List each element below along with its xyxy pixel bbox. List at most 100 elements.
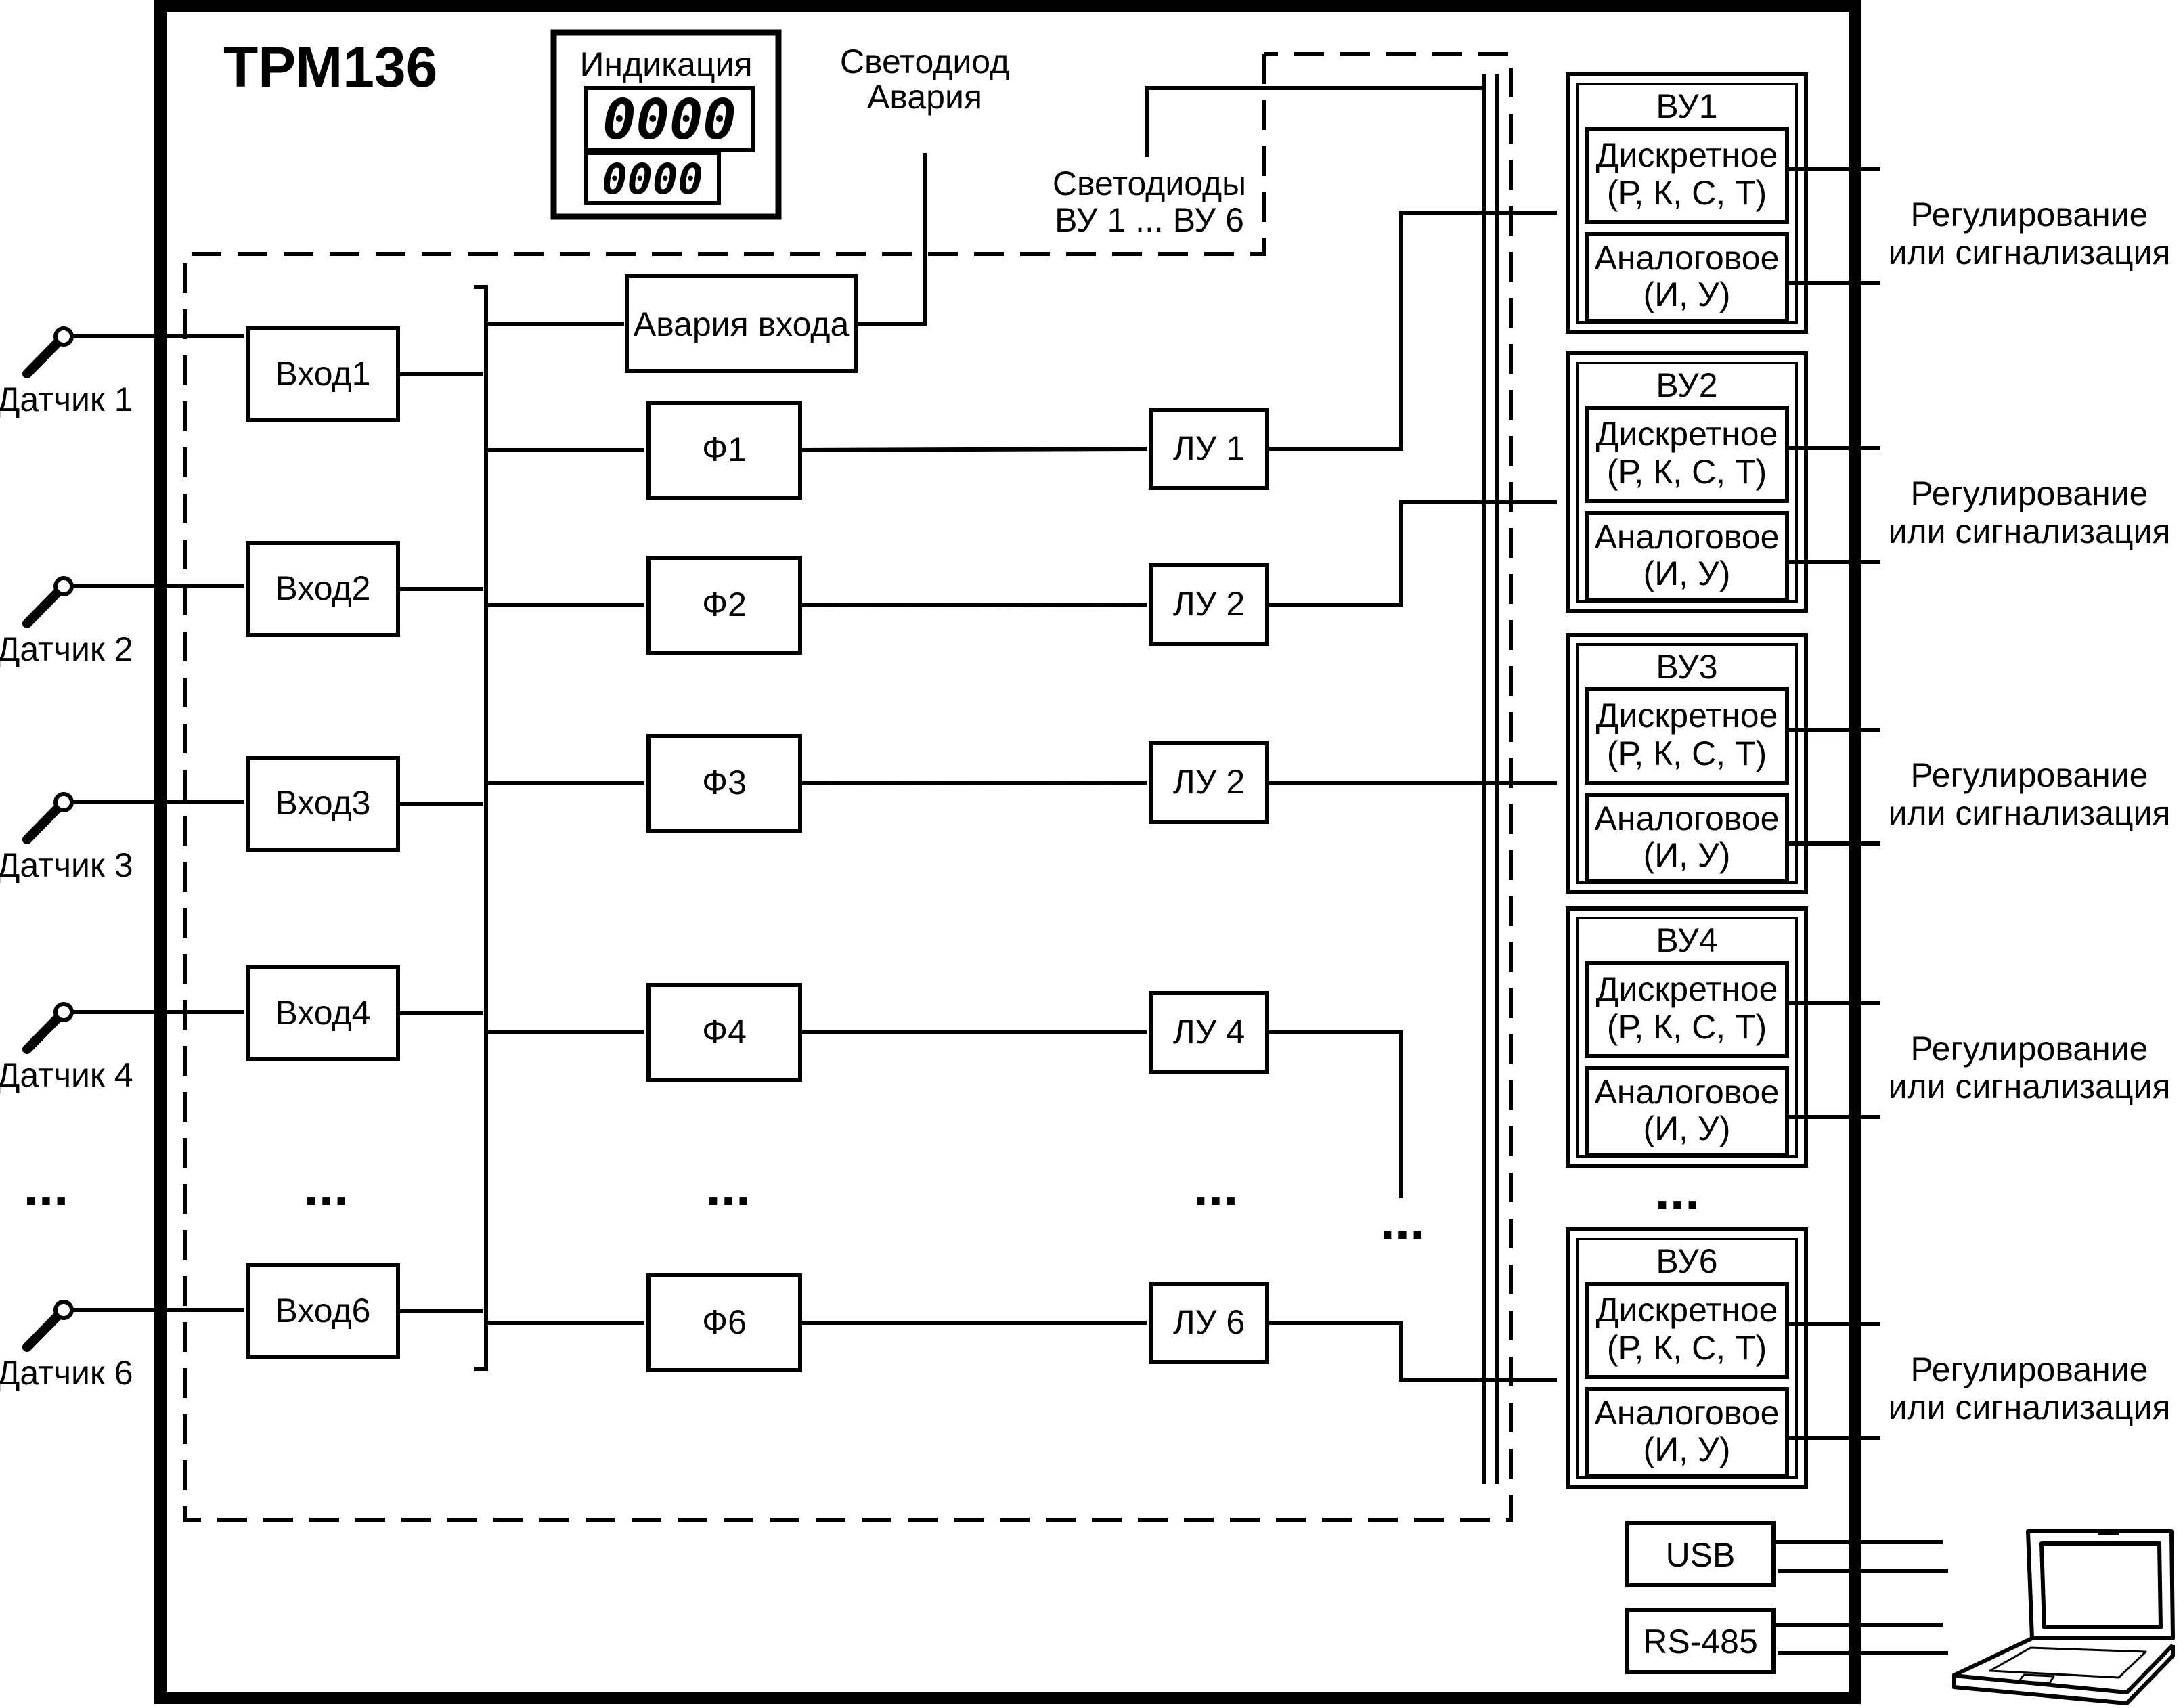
analog-output-label: Аналоговое <box>1595 239 1780 277</box>
laptop-icon <box>1952 1529 2175 1705</box>
indicator-bottom-digits: 0000 <box>602 154 703 204</box>
led-alarm-line1: Светодиод <box>840 43 1009 81</box>
input-label: Вход2 <box>275 569 371 607</box>
discrete-output-block <box>1585 687 1789 785</box>
control-label-line2: или сигнализация <box>1889 1388 2171 1426</box>
discrete-output-block <box>1585 127 1789 224</box>
logic-label: ЛУ 2 <box>1173 763 1245 801</box>
discrete-output-label: Дискретное <box>1596 136 1778 174</box>
sensor-label: Датчик 2 <box>0 630 133 668</box>
rs485-label: RS-485 <box>1643 1623 1758 1661</box>
sensor-label: Датчик 3 <box>0 846 133 884</box>
control-label-line1: Регулирование <box>1911 1351 2148 1388</box>
filter-label: Ф3 <box>702 764 747 802</box>
discrete-output-block <box>1585 406 1789 503</box>
ellipsis-logic: ... <box>1193 1156 1239 1217</box>
logic-to-output-arrow <box>1267 500 1558 607</box>
analog-output-block <box>1585 511 1789 602</box>
input-label: Вход4 <box>275 994 371 1032</box>
sensor-probe-icon <box>22 802 64 844</box>
discrete-output-types: (Р, К, С, Т) <box>1607 735 1767 772</box>
logic-label: ЛУ 1 <box>1173 429 1245 467</box>
sensor-label: Датчик 4 <box>0 1056 133 1094</box>
ellipsis-links: ... <box>1380 1190 1426 1250</box>
logic-label: ЛУ 6 <box>1173 1303 1245 1341</box>
input-alarm-label: Авария входа <box>634 305 850 343</box>
sensor-head-icon <box>53 792 74 812</box>
output-device-frame <box>1566 351 1808 613</box>
sensor-probe-icon <box>22 336 64 378</box>
channel-row: Датчик 3 Вход3 Ф3 ЛУ 2 <box>0 734 1558 884</box>
discrete-output-label: Дискретное <box>1596 1291 1778 1329</box>
indicator-top-digits: 0000 <box>602 88 736 152</box>
sensor-label: Датчик 6 <box>0 1354 133 1392</box>
sensor-label: Датчик 1 <box>0 380 133 418</box>
input-label: Вход6 <box>275 1292 371 1330</box>
led-outputs-arrow <box>1145 86 1484 158</box>
output-device-frame <box>1566 72 1808 334</box>
output-device-frame <box>1566 1227 1808 1489</box>
indication-label: Индикация <box>579 45 752 83</box>
ellipsis-filters: ... <box>706 1156 751 1217</box>
output-device-name: ВУ3 <box>1656 648 1717 686</box>
input-label: Вход1 <box>275 355 371 393</box>
sensor-head-icon <box>53 1300 74 1320</box>
output-device-name: ВУ4 <box>1656 921 1717 959</box>
analog-output-types: (И, У) <box>1644 836 1731 874</box>
input-label: Вход3 <box>275 784 371 822</box>
discrete-output-types: (Р, К, С, Т) <box>1607 1008 1767 1046</box>
processing-boundary <box>183 52 1513 1522</box>
analog-output-types: (И, У) <box>1644 1110 1731 1147</box>
indicator-top <box>584 86 755 152</box>
control-label-line1: Регулирование <box>1911 756 2148 794</box>
input-bus <box>474 285 488 1371</box>
ellipsis-inputs: ... <box>304 1156 349 1217</box>
analog-output-types: (И, У) <box>1644 554 1731 592</box>
output-device-frame <box>1566 906 1808 1168</box>
rs485-block <box>1625 1608 1776 1674</box>
control-label-line1: Регулирование <box>1911 1030 2148 1068</box>
ellipsis-outputs: ... <box>1655 1160 1700 1221</box>
filter-to-logic-arrow <box>799 447 1147 452</box>
sensor-probe-icon <box>22 1011 64 1054</box>
sensor-probe-icon <box>22 1309 64 1352</box>
led-outputs-line2: ВУ 1 ... ВУ 6 <box>1055 201 1244 239</box>
control-label-line1: Регулирование <box>1911 196 2148 234</box>
analog-output-types: (И, У) <box>1644 1430 1731 1468</box>
analog-output-label: Аналоговое <box>1595 1394 1780 1432</box>
discrete-output-block <box>1585 1282 1789 1379</box>
discrete-output-types: (Р, К, С, Т) <box>1607 174 1767 212</box>
logic-to-output-link <box>1267 1030 1403 1198</box>
discrete-output-label: Дискретное <box>1596 415 1778 453</box>
control-label-line2: или сигнализация <box>1889 512 2171 550</box>
logic-label: ЛУ 2 <box>1173 585 1245 623</box>
control-label-line2: или сигнализация <box>1889 234 2171 271</box>
indication-block: Индикация 0000 0000 <box>550 29 782 220</box>
analog-output-label: Аналоговое <box>1595 800 1780 837</box>
filter-label: Ф6 <box>702 1303 747 1341</box>
channel-row: Датчик 6 Вход6 Ф6 ЛУ 6 <box>0 1263 1558 1392</box>
discrete-output-label: Дискретное <box>1596 970 1778 1008</box>
output-device-name: ВУ6 <box>1656 1242 1717 1280</box>
logic-to-output-arrow <box>1267 211 1558 451</box>
analog-output-label: Аналоговое <box>1595 1073 1780 1111</box>
analog-output-types: (И, У) <box>1644 276 1731 313</box>
discrete-output-block <box>1585 961 1789 1058</box>
control-label-line2: или сигнализация <box>1889 1068 2171 1105</box>
alarm-led-arrow <box>856 152 927 326</box>
output-device-frame <box>1566 633 1808 894</box>
discrete-output-label: Дискретное <box>1596 697 1778 735</box>
output-device-name: ВУ2 <box>1656 366 1717 404</box>
sensor-head-icon <box>53 1002 74 1022</box>
analog-output-block <box>1585 793 1789 883</box>
usb-block <box>1625 1521 1776 1587</box>
ellipsis-sensors: ... <box>24 1156 69 1217</box>
analog-output-block <box>1585 232 1789 323</box>
